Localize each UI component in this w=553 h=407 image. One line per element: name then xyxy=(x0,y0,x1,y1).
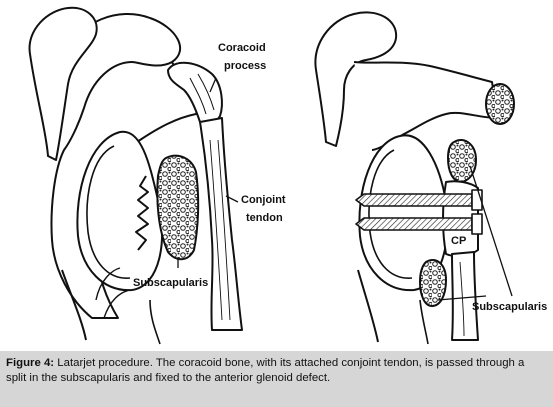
left-glenoid xyxy=(76,130,164,292)
caption-band xyxy=(0,351,553,407)
subscapularis-label-right: Subscapularis xyxy=(472,301,548,313)
right-conjoint-tendon xyxy=(451,251,479,341)
left-leader-lines xyxy=(177,77,239,268)
screw-upper xyxy=(355,193,473,207)
cp-label: CP xyxy=(451,235,467,247)
right-panel xyxy=(314,11,515,345)
left-conjoint-tendon xyxy=(199,117,243,331)
right-leader-lines xyxy=(437,165,513,301)
right-coracoid-stump xyxy=(485,83,515,125)
left-acromion xyxy=(28,6,98,161)
conjoint-tendon-label-line1: Conjoint xyxy=(241,194,286,206)
figure-number: Figure 4: xyxy=(6,357,55,369)
left-glenoid-defect xyxy=(135,175,149,251)
left-panel xyxy=(28,6,243,345)
right-upper-bone-block xyxy=(447,139,477,183)
figure-caption: Figure 4: Latarjet procedure. The coraco… xyxy=(6,356,546,386)
conjoint-tendon-label-line2: tendon xyxy=(246,212,283,224)
right-glenoid xyxy=(358,134,449,292)
right-acromion xyxy=(314,11,398,147)
screw-lower xyxy=(355,217,473,231)
right-scapula xyxy=(353,61,499,151)
coracoid-process-label-line1: Coracoid xyxy=(218,42,266,54)
caption-text: Latarjet procedure. The coracoid bone, w… xyxy=(6,357,525,384)
latarjet-figure xyxy=(28,6,515,345)
subscapularis-label-left: Subscapularis xyxy=(133,277,209,289)
right-lower-bone-block xyxy=(419,259,447,307)
left-bone-block xyxy=(156,154,200,261)
coracoid-process-label-line2: process xyxy=(224,60,267,72)
